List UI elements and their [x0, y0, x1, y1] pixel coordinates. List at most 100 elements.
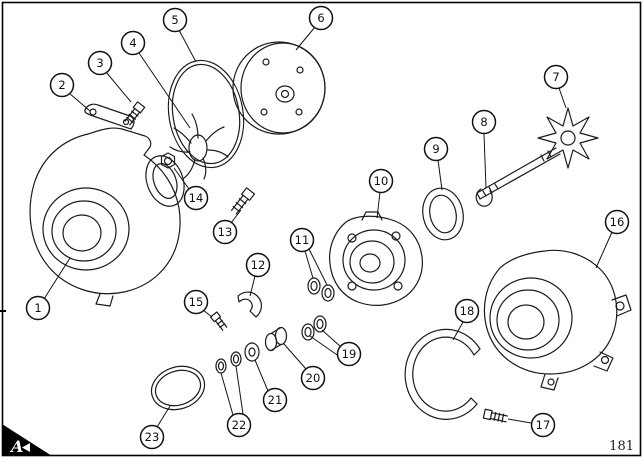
part-12-thrust-collar: [237, 291, 262, 318]
callout-14-circle: [183, 185, 209, 211]
callout-12-circle: [245, 252, 271, 278]
part-8-retaining-ring: [475, 188, 493, 207]
callout-8: 8: [471, 109, 497, 135]
callout-5-leader: [178, 29, 197, 63]
callout-12-label: 12: [251, 258, 266, 272]
callout-8-circle: [471, 109, 497, 135]
part-13-bolt: [230, 187, 256, 215]
callout-5-circle: [162, 7, 188, 33]
callout-9-circle: [423, 136, 449, 162]
callout-22: 22: [226, 412, 252, 438]
part-18-vband-clamp: [404, 328, 481, 420]
callout-10-circle: [368, 168, 394, 194]
callout-13-circle: [212, 219, 238, 245]
callout-4-circle: [120, 30, 146, 56]
page-number: 181: [609, 439, 634, 454]
callout-9-label: 9: [432, 142, 439, 156]
part-11-piston-rings: [307, 277, 335, 302]
callout-13-leader: [230, 209, 242, 224]
callout-14-label: 14: [189, 191, 204, 205]
callout-6: 6: [308, 5, 334, 31]
callout-5-label: 5: [171, 13, 178, 27]
callout-22-circle: [226, 412, 252, 438]
callout-17: 17: [530, 412, 556, 438]
callout-18: 18: [454, 298, 480, 324]
part-9-seal-ring: [422, 187, 464, 241]
callout-19-leader: [321, 329, 342, 348]
callout-20-label: 20: [306, 371, 321, 385]
part-7-shaft-turbine-wheel: [476, 107, 599, 200]
callout-11-leader: [304, 250, 314, 279]
callout-8-leader: [483, 133, 487, 189]
callout-13: 13: [212, 219, 238, 245]
callout-9: 9: [423, 136, 449, 162]
callout-21-circle: [262, 387, 288, 413]
parts-artwork: [29, 41, 632, 423]
callout-23: 23: [139, 424, 165, 450]
callout-18-leader: [452, 321, 464, 341]
callout-3-circle: [87, 50, 113, 76]
callout-16: 16: [604, 209, 630, 235]
callout-1-leader: [43, 257, 71, 300]
part-1-compressor-housing: [29, 127, 185, 307]
callout-18-circle: [454, 298, 480, 324]
callout-6-label: 6: [317, 11, 324, 25]
callout-17-leader: [507, 418, 532, 424]
callout-2-label: 2: [58, 78, 65, 92]
part-20-spacer-bushing: [264, 326, 288, 352]
callout-3-leader: [105, 71, 132, 103]
callout-7: 7: [543, 64, 569, 90]
callout-19-leader: [309, 335, 341, 358]
callout-22-leader: [220, 372, 234, 416]
callout-3-label: 3: [96, 56, 103, 70]
callout-16-leader: [595, 231, 613, 269]
callout-20-circle: [300, 365, 326, 391]
callout-1-label: 1: [34, 301, 41, 315]
callout-15-circle: [183, 289, 209, 315]
callout-15-leader: [202, 309, 213, 318]
callout-23-label: 23: [145, 430, 160, 444]
callout-1-circle: [25, 295, 51, 321]
callout-2: 2: [49, 72, 75, 98]
callout-22-leader: [235, 365, 244, 415]
corner-tab: A: [2, 424, 52, 456]
callout-15: 15: [183, 289, 209, 315]
callout-19: 19: [336, 341, 362, 367]
callout-13-label: 13: [218, 225, 233, 239]
part-22-washers: [215, 351, 242, 374]
part-17-clamp-bolt: [482, 408, 508, 423]
callout-10-label: 10: [374, 174, 389, 188]
part-19-seal-rings: [301, 315, 327, 341]
part-21-washer: [244, 342, 260, 362]
part-6-backplate: [232, 41, 326, 135]
callout-11-label: 11: [295, 233, 310, 247]
callout-11-leader: [308, 248, 328, 286]
callout-11: 11: [289, 227, 315, 253]
callout-21-leader: [254, 359, 269, 392]
callout-4: 4: [120, 30, 146, 56]
callout-21-label: 21: [268, 393, 283, 407]
callout-16-label: 16: [610, 215, 625, 229]
callout-10: 10: [368, 168, 394, 194]
callout-22-label: 22: [232, 418, 247, 432]
callout-7-leader: [558, 87, 567, 109]
callout-17-label: 17: [536, 418, 551, 432]
callout-20-leader: [283, 343, 307, 370]
callout-16-circle: [604, 209, 630, 235]
callout-21: 21: [262, 387, 288, 413]
callout-7-circle: [543, 64, 569, 90]
callout-15-label: 15: [189, 295, 204, 309]
callout-17-circle: [530, 412, 556, 438]
leader-lines: [43, 26, 613, 428]
callout-19-label: 19: [342, 347, 357, 361]
callout-4-label: 4: [129, 36, 136, 50]
part-3-bolt: [124, 101, 146, 126]
callout-6-leader: [295, 26, 316, 51]
callout-23-leader: [156, 405, 171, 428]
part-14-locknut: [160, 152, 176, 169]
callout-7-label: 7: [552, 70, 559, 84]
callout-2-leader: [68, 92, 91, 112]
callout-11-circle: [289, 227, 315, 253]
